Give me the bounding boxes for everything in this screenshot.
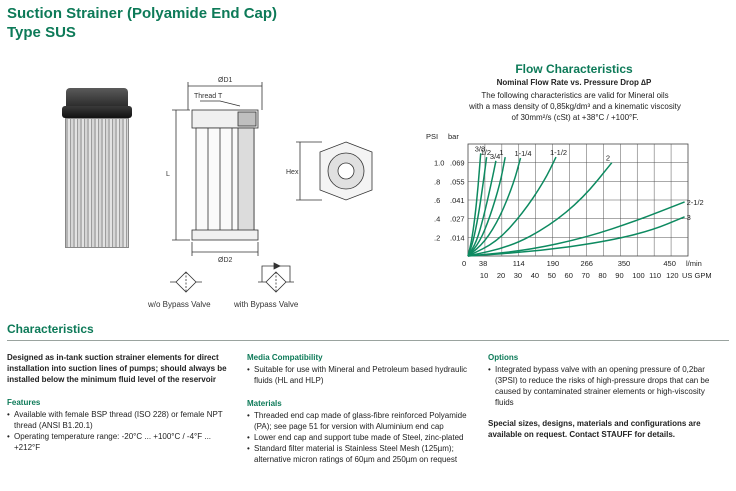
y-tick-psi: .6 <box>434 196 440 205</box>
x-tick-gpm: 100 <box>632 271 645 280</box>
special-note: Special sizes, designs, materials and co… <box>488 419 701 439</box>
product-image <box>62 88 132 248</box>
options-title: Options <box>488 353 519 362</box>
y-tick-bar: .027 <box>450 215 465 224</box>
column-options: Options Integrated bypass valve with an … <box>488 352 718 440</box>
series-line-2 <box>467 162 613 257</box>
series-label: 1-1/2 <box>550 148 567 157</box>
caption-no-bypass: w/o Bypass Valve <box>148 300 211 309</box>
features-list: Available with female BSP thread (ISO 22… <box>7 409 239 453</box>
y-unit-psi: PSI <box>426 132 438 141</box>
flow-desc-line: of 30mm²/s (cSt) at +38°C / +100°F. <box>511 113 639 122</box>
intro-text: Designed as in-tank suction strainer ele… <box>7 353 227 384</box>
media-list: Suitable for use with Mineral and Petrol… <box>247 364 475 386</box>
series-line-1-2 <box>467 157 488 257</box>
y-tick-bar: .041 <box>450 196 465 205</box>
y-tick-bar: .014 <box>450 233 465 242</box>
characteristics-heading: Characteristics <box>7 322 94 336</box>
list-item: Available with female BSP thread (ISO 22… <box>7 409 239 431</box>
chart-grid <box>467 143 689 257</box>
y-tick-psi: 1.0 <box>434 159 444 168</box>
x-tick-lmin: 114 <box>513 259 525 268</box>
x-tick-gpm: 110 <box>649 271 661 280</box>
series-line-1 <box>467 156 506 257</box>
dim-d2-label: ØD2 <box>218 257 233 264</box>
x-tick-lmin: 450 <box>663 259 676 268</box>
title-line-1: Suction Strainer (Polyamide End Cap) <box>7 5 278 22</box>
flow-title: Flow Characteristics <box>515 62 633 76</box>
series-label: 3 <box>687 213 691 222</box>
list-item: Lower end cap and support tube made of S… <box>247 432 475 443</box>
options-list: Integrated bypass valve with an opening … <box>488 364 718 408</box>
series-label: 1/2 <box>481 148 491 157</box>
y-tick-bar: .069 <box>450 159 465 168</box>
y-tick-psi: .4 <box>434 215 440 224</box>
y-tick-bar: .055 <box>450 177 465 186</box>
flow-desc-line: with a mass density of 0,85kg/dm³ and a … <box>469 102 681 111</box>
dim-d1-label: ØD1 <box>218 77 233 84</box>
series-line-3 <box>467 216 685 257</box>
column-media: Media Compatibility Suitable for use wit… <box>247 352 475 465</box>
materials-title: Materials <box>247 399 282 408</box>
x-unit-lmin: l/min <box>686 259 702 268</box>
x-tick-gpm: 10 <box>480 271 488 280</box>
series-label: 3/8 <box>475 144 485 153</box>
series-label: 3/4 <box>490 152 500 161</box>
x-tick-lmin: 190 <box>547 259 560 268</box>
x-tick-gpm: 60 <box>565 271 573 280</box>
list-item: Operating temperature range: -20°C ... +… <box>7 431 239 453</box>
list-item: Threaded end cap made of glass-fibre rei… <box>247 410 475 432</box>
series-label: 1 <box>499 148 503 157</box>
x-tick-gpm: 80 <box>598 271 606 280</box>
x-tick-gpm: 20 <box>497 271 505 280</box>
x-tick-gpm: 50 <box>548 271 556 280</box>
list-item: Suitable for use with Mineral and Petrol… <box>247 364 475 386</box>
series-line-1-1-4 <box>467 157 522 257</box>
x-tick-gpm: 90 <box>615 271 623 280</box>
flow-desc-line: The following characteristics are valid … <box>481 91 669 100</box>
x-tick-lmin: 38 <box>479 259 487 268</box>
chart-curves <box>467 153 685 257</box>
y-unit-bar: bar <box>448 132 459 141</box>
x-tick-gpm: 40 <box>531 271 539 280</box>
y-tick-psi: .8 <box>434 177 440 186</box>
series-label: 2-1/2 <box>687 198 704 207</box>
dim-hex-label: Hex <box>286 169 299 176</box>
title-line-2: Type SUS <box>7 24 76 41</box>
x-tick-lmin: 350 <box>618 259 631 268</box>
page-title: Suction Strainer (Polyamide End Cap) Typ… <box>7 4 277 42</box>
x-tick-lmin: 266 <box>580 259 593 268</box>
product-cap-ring <box>62 106 132 118</box>
dim-l-label: L <box>166 171 170 178</box>
flow-description: The following characteristics are valid … <box>460 90 690 123</box>
dim-thread-label: Thread T <box>194 93 223 100</box>
x-tick-gpm: 120 <box>666 271 679 280</box>
features-title: Features <box>7 398 41 407</box>
series-label: 2 <box>606 154 610 163</box>
list-item: Integrated bypass valve with an opening … <box>488 364 718 408</box>
section-divider <box>7 340 729 341</box>
x-tick-gpm: 70 <box>581 271 589 280</box>
caption-with-bypass: with Bypass Valve <box>234 300 299 309</box>
series-label: 1-1/4 <box>514 149 531 158</box>
column-intro: Designed as in-tank suction strainer ele… <box>7 352 239 453</box>
series-line-1-1-2 <box>467 156 557 257</box>
product-mesh-body <box>65 118 129 248</box>
materials-list: Threaded end cap made of glass-fibre rei… <box>247 410 475 465</box>
list-item: Standard filter material is Stainless St… <box>247 443 475 465</box>
flow-subtitle: Nominal Flow Rate vs. Pressure Drop ∆P <box>496 78 652 87</box>
y-tick-psi: .2 <box>434 233 440 242</box>
x-tick-lmin: 0 <box>462 259 466 268</box>
media-title: Media Compatibility <box>247 353 323 362</box>
x-unit-gpm: US GPM <box>682 271 712 280</box>
technical-drawing: ØD1 Thread T L Hex ØD2 <box>166 77 373 293</box>
x-tick-gpm: 30 <box>514 271 522 280</box>
